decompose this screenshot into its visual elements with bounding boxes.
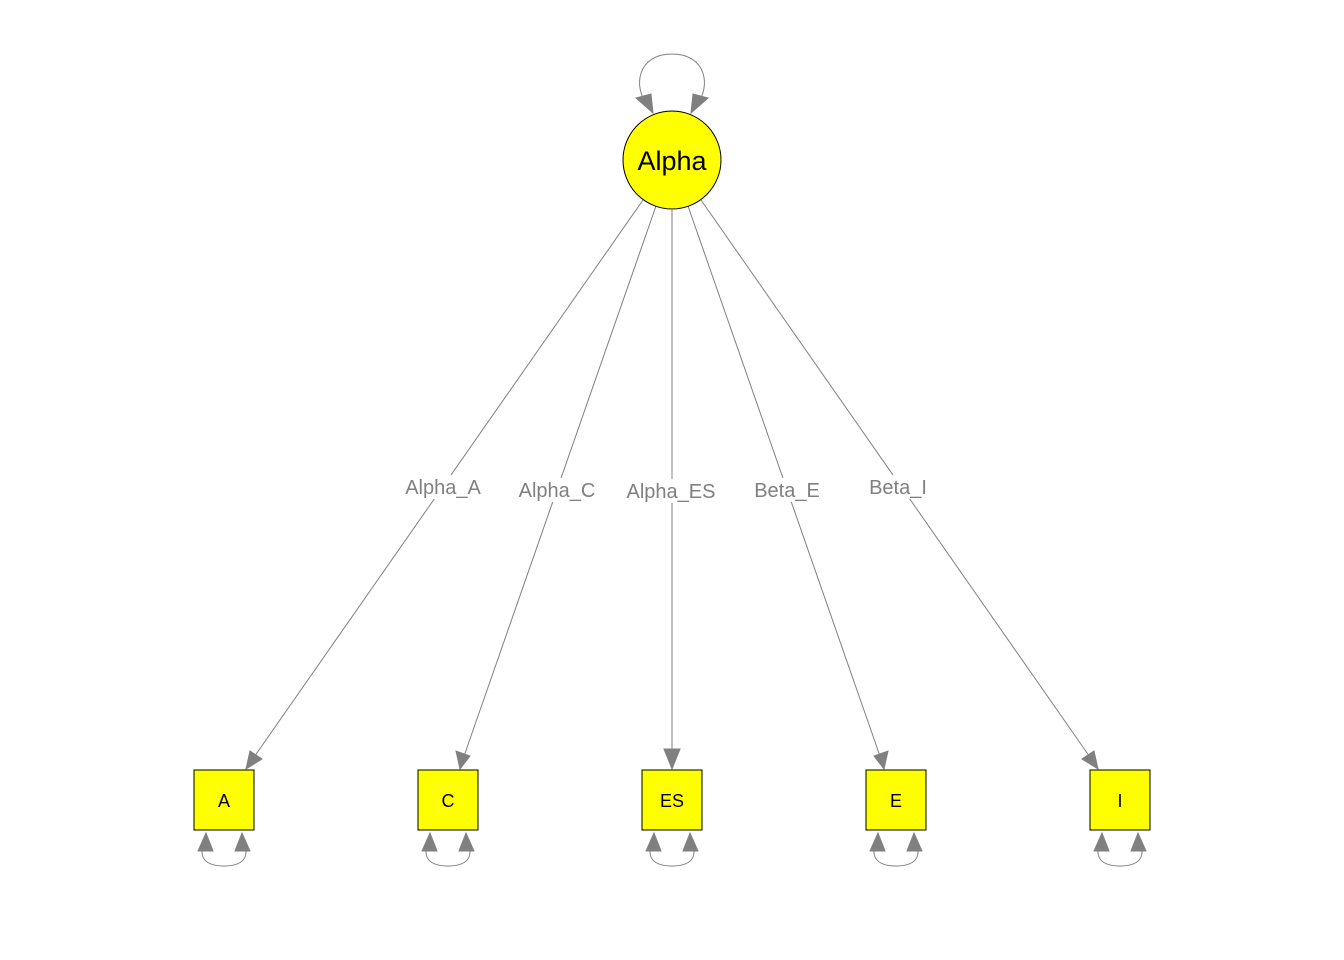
residual-loop-arrowhead-left — [197, 831, 214, 852]
residual-variance-loop — [197, 831, 251, 867]
manifest-node-label: A — [218, 791, 230, 811]
residual-loop-curve — [201, 837, 247, 867]
manifest-node-box — [1089, 769, 1151, 831]
edge-alpha-e: Beta_E — [687, 205, 889, 771]
residual-variance-loop — [869, 831, 923, 867]
manifest-node-es[interactable]: ES — [641, 769, 703, 867]
latent-node-circle — [622, 110, 722, 210]
edge-arrowhead — [663, 748, 681, 771]
residual-loop-arrowhead-left — [1093, 831, 1110, 852]
manifest-node-box — [417, 769, 479, 831]
latent-loop-arrowhead-left — [634, 93, 654, 115]
residual-loop-curve — [1097, 837, 1143, 867]
residual-variance-loop — [645, 831, 699, 867]
residual-loop-curve — [649, 837, 695, 867]
latent-node-alpha[interactable]: Alpha — [622, 110, 722, 210]
residual-loop-arrowhead-right — [906, 831, 923, 852]
edge-alpha-es: Alpha_ES — [621, 210, 721, 771]
residual-loop-arrowhead-right — [682, 831, 699, 852]
residual-variance-loop — [421, 831, 475, 867]
residual-loop-arrowhead-right — [458, 831, 475, 852]
residual-loop-arrowhead-right — [234, 831, 251, 852]
edge-label-background — [864, 475, 932, 499]
latent-loop-curve — [639, 53, 705, 107]
edge-arrowhead — [245, 750, 263, 771]
residual-loop-arrowhead-left — [421, 831, 438, 852]
manifest-node-label: I — [1117, 791, 1122, 811]
edge-label-background — [621, 479, 721, 503]
manifest-node-label: E — [890, 791, 902, 811]
edge-alpha-a: Alpha_A — [245, 199, 644, 771]
edge-label-background — [514, 478, 600, 502]
residual-variance-loop — [1093, 831, 1147, 867]
edge-label: Alpha_ES — [627, 481, 716, 503]
manifest-node-a[interactable]: A — [193, 769, 255, 867]
edge-label: Beta_I — [869, 477, 927, 499]
manifest-node-label: C — [442, 791, 455, 811]
manifest-node-box — [193, 769, 255, 831]
edge-label: Beta_E — [754, 480, 820, 502]
edge-alpha-i: Beta_I — [700, 199, 1099, 771]
manifest-node-box — [641, 769, 703, 831]
latent-node-label: Alpha — [637, 146, 707, 176]
residual-loop-curve — [873, 837, 919, 867]
edge-label-background — [748, 478, 826, 502]
manifest-node-i[interactable]: I — [1089, 769, 1151, 867]
manifest-node-label: ES — [660, 791, 684, 811]
manifest-node-e[interactable]: E — [865, 769, 927, 867]
edge-arrowhead — [455, 750, 471, 771]
manifest-node-c[interactable]: C — [417, 769, 479, 867]
latent-variance-loop — [634, 53, 710, 115]
residual-loop-arrowhead-right — [1130, 831, 1147, 852]
latent-loop-arrowhead-right — [690, 93, 710, 115]
edge-label: Alpha_C — [519, 480, 596, 502]
residual-loop-arrowhead-left — [869, 831, 886, 852]
edge-label: Alpha_A — [405, 477, 481, 499]
manifest-node-box — [865, 769, 927, 831]
residual-loop-curve — [425, 837, 471, 867]
edge-arrowhead — [1081, 750, 1099, 771]
edge-label-background — [401, 475, 485, 499]
edge-arrowhead — [873, 750, 889, 771]
edge-alpha-c: Alpha_C — [455, 205, 657, 771]
residual-loop-arrowhead-left — [645, 831, 662, 852]
